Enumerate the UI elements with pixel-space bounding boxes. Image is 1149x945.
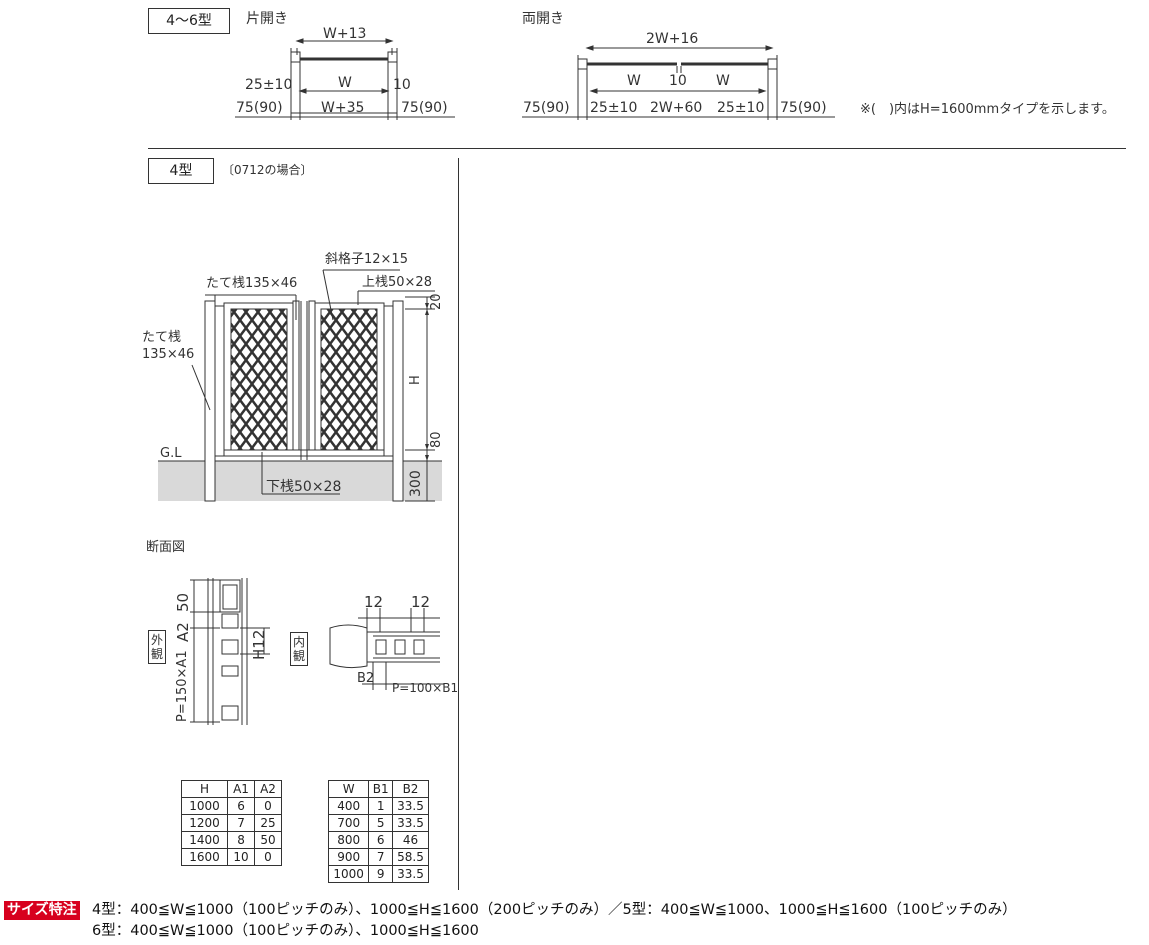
gate-elevation (158, 269, 442, 502)
single-post-left: 75(90) (236, 100, 283, 116)
table-cell: 0 (254, 797, 282, 815)
case-note: 〔0712の場合〕 (222, 163, 313, 177)
lattice-label: 斜格子12×15 (325, 252, 408, 267)
single-gap-left: 25±10 (245, 77, 293, 93)
table-cell: 46 (392, 831, 429, 849)
double-swing-plan (522, 45, 835, 120)
section-title: 断面図 (146, 540, 186, 555)
w12a-label: 12 (364, 593, 384, 611)
table-cell: 10 (227, 848, 255, 866)
table-cell: 5 (368, 814, 393, 832)
vertical-divider (458, 158, 459, 890)
outside-text: 外観 (151, 633, 164, 661)
double-w60: 2W+60 (650, 100, 703, 116)
table-cell: 1000 (180, 797, 229, 815)
footer-line-2: 6型：400≦W≦1000（100ピッチのみ）、1000≦H≦1600 (92, 923, 479, 939)
horizontal-section (329, 608, 444, 690)
table-cell: 7 (227, 814, 255, 832)
table-cell: 6 (368, 831, 393, 849)
table-cell: 0 (254, 848, 282, 866)
top-rail-label: 上桟50×28 (362, 275, 432, 290)
double-post-right: 75(90) (780, 100, 827, 116)
left-post-label-2: 135×46 (142, 347, 195, 362)
table-cell: 700 (327, 814, 370, 832)
table-cell: 800 (327, 831, 370, 849)
inside-text: 内観 (293, 635, 306, 663)
double-gap-left: 25±10 (590, 100, 638, 116)
table-header: A1 (227, 780, 255, 798)
double-center: 10 (669, 73, 687, 89)
double-swing-label: 両開き (522, 11, 564, 27)
bottom-rail-label: 下桟50×28 (266, 479, 342, 495)
single-swing-plan (235, 38, 455, 120)
table-cell: 33.5 (392, 814, 429, 832)
custom-size-badge: サイズ特注 (4, 901, 80, 920)
table-cell: 1200 (180, 814, 229, 832)
table-cell: 9 (368, 865, 393, 883)
footer-line-1: 4型：400≦W≦1000（100ピッチのみ）、1000≦H≦1600（200ピ… (92, 902, 1017, 918)
table-header: B2 (392, 780, 429, 798)
double-w-left: W (627, 73, 641, 89)
table-cell: 1000 (327, 865, 370, 883)
table-cell: 25 (254, 814, 282, 832)
double-w-right: W (716, 73, 730, 89)
table-cell: 7 (368, 848, 393, 866)
single-swing-label: 片開き (246, 11, 288, 27)
b2-label: B2 (357, 671, 375, 686)
single-w: W (338, 75, 352, 91)
post-label-top: たて桟135×46 (206, 276, 298, 291)
type-label-4: 4型 (148, 158, 214, 184)
table-cell: 400 (327, 797, 370, 815)
table-cell: 33.5 (392, 865, 429, 883)
table-cell: 6 (227, 797, 255, 815)
table-cell: 1400 (180, 831, 229, 849)
table-cell: 1 (368, 797, 393, 815)
table-header-row: W B1 B2 (327, 780, 429, 798)
table-header-row: H A1 A2 (180, 780, 282, 798)
horizontal-divider (148, 148, 1126, 149)
single-post-right: 75(90) (401, 100, 448, 116)
table-header: W (327, 780, 370, 798)
vertical-section (190, 578, 270, 725)
p100-label: P=100×B1 (392, 681, 459, 695)
single-w35: W+35 (321, 100, 365, 116)
h1600-note: ※( )内はH=1600mmタイプを示します。 (860, 102, 1115, 117)
double-top-dim: 2W+16 (646, 31, 699, 47)
gl-label: G.L (160, 446, 182, 461)
table-header: H (180, 780, 229, 798)
type-label-4-6: 4～6型 (148, 8, 230, 34)
double-post-left: 75(90) (523, 100, 570, 116)
w12b-label: 12 (411, 593, 431, 611)
inside-label: 内観 (290, 632, 308, 666)
table-cell: 900 (327, 848, 370, 866)
table-cell: 50 (254, 831, 282, 849)
table-cell: 8 (227, 831, 255, 849)
table-header: A2 (254, 780, 282, 798)
single-gap-right: 10 (393, 77, 411, 93)
table-header: B1 (368, 780, 393, 798)
table-cell: 1600 (180, 848, 229, 866)
left-post-label-1: たて桟 (142, 330, 182, 345)
single-top-dim: W+13 (323, 26, 367, 42)
double-gap-right: 25±10 (717, 100, 765, 116)
outside-label: 外観 (148, 630, 166, 664)
table-cell: 58.5 (392, 848, 429, 866)
table-cell: 33.5 (392, 797, 429, 815)
